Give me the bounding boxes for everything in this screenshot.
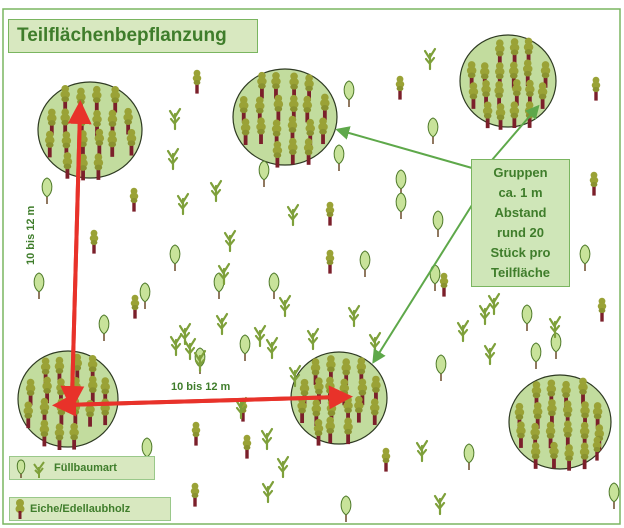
oak-tree-icon (130, 188, 139, 212)
filler-tree-icon (240, 335, 250, 361)
filler-tree-icon (140, 283, 150, 309)
sapling-icon (170, 109, 180, 129)
oak-tree-icon (12, 498, 28, 520)
oak-tree-icon (193, 70, 202, 94)
sapling-icon (288, 205, 298, 225)
oak-tree-icon (440, 273, 449, 297)
sapling-icon (178, 194, 188, 214)
sapling-icon (211, 181, 221, 201)
sapling-icon (278, 457, 288, 477)
filler-tree-icon (464, 444, 474, 470)
filler-tree-icon (269, 273, 279, 299)
callout-line: Teilfläche (472, 263, 569, 283)
callout-line: ca. 1 m (472, 183, 569, 203)
oak-tree-icon (131, 295, 140, 319)
tree-group (460, 35, 556, 127)
tree-group (233, 69, 337, 165)
sapling-icon (417, 441, 427, 461)
filler-tree-icon (42, 178, 52, 204)
callout-line: Stück pro (472, 243, 569, 263)
callout-line: Abstand (472, 203, 569, 223)
oak-tree-icon (191, 483, 200, 507)
sapling-icon (425, 49, 435, 69)
oak-tree-icon (590, 172, 599, 196)
oak-tree-icon (243, 435, 252, 459)
filler-tree-icon (580, 245, 590, 271)
oak-tree-icon (396, 76, 405, 100)
filler-tree-icon (360, 251, 370, 277)
oak-tree-icon (592, 77, 601, 101)
filler-tree-icon (396, 170, 406, 196)
legend-oak-label: Eiche/Edellaubholz (30, 498, 130, 520)
sapling-icon (435, 494, 445, 514)
sapling-icon (280, 296, 290, 316)
sapling-icon (168, 149, 178, 169)
filler-tree-icon (428, 118, 438, 144)
filler-tree-icon (531, 343, 541, 369)
oak-tree-icon (326, 250, 335, 274)
horizontal-distance-label: 10 bis 12 m (171, 381, 230, 393)
filler-tree-icon (170, 245, 180, 271)
vertical-distance-label: 10 bis 12 m (25, 206, 37, 265)
sapling-icon (308, 329, 318, 349)
oak-tree-icon (90, 230, 99, 254)
oak-tree-icon (192, 422, 201, 446)
sapling-icon (489, 294, 499, 314)
sapling-icon (485, 344, 495, 364)
filler-tree-icon (12, 457, 52, 479)
callout-line: rund 20 (472, 223, 569, 243)
sapling-icon (185, 339, 195, 359)
legend-filler: Füllbaumart (9, 456, 155, 480)
sapling-icon (370, 333, 380, 353)
group-callout-box: Gruppen ca. 1 m Abstand rund 20 Stück pr… (471, 159, 570, 287)
filler-tree-icon (433, 211, 443, 237)
filler-tree-icon (396, 193, 406, 219)
callout-line: Gruppen (472, 163, 569, 183)
sapling-icon (263, 482, 273, 502)
filler-tree-icon (34, 273, 44, 299)
legend-oak: Eiche/Edellaubholz (9, 497, 171, 521)
filler-tree-icon (259, 161, 269, 187)
filler-tree-icon (334, 145, 344, 171)
sapling-icon (480, 304, 490, 324)
callout-arrow-center-group (376, 205, 472, 358)
callout-arrow-top-group (342, 131, 472, 168)
sapling-icon (171, 335, 181, 355)
sapling-icon (225, 231, 235, 251)
filler-tree-icon (341, 496, 351, 522)
filler-tree-icon (344, 81, 354, 107)
sapling-icon (262, 429, 272, 449)
sapling-icon (458, 321, 468, 341)
sapling-icon (349, 306, 359, 326)
tree-group (18, 351, 118, 447)
filler-tree-icon (609, 483, 619, 509)
sapling-icon (267, 338, 277, 358)
sapling-icon (217, 314, 227, 334)
oak-tree-icon (326, 202, 335, 226)
filler-tree-icon (522, 305, 532, 331)
filler-tree-icon (99, 315, 109, 341)
legend-filler-label: Füllbaumart (54, 457, 117, 479)
sapling-icon (255, 326, 265, 346)
oak-tree-icon (598, 298, 607, 322)
diagram-title: Teilflächenbepflanzung (8, 19, 258, 53)
oak-tree-icon (382, 448, 391, 472)
filler-tree-icon (436, 355, 446, 381)
